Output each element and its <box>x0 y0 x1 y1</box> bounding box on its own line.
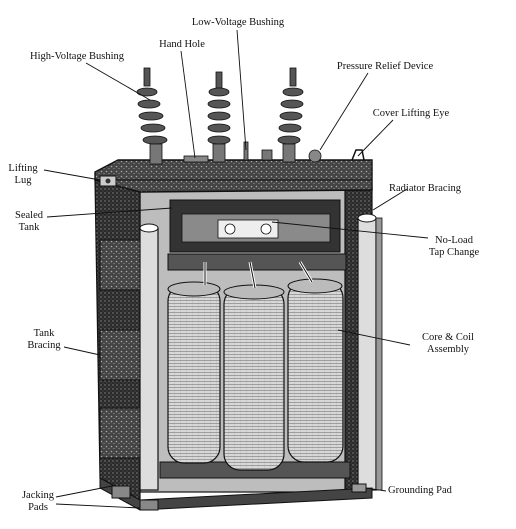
jacking-pad-left <box>111 485 131 499</box>
label-radiator-bracing: Radiator Bracing <box>388 183 462 194</box>
core-clamp-top <box>167 253 347 271</box>
third-bushing-shape <box>277 67 304 163</box>
label-cover-lifting-eye: Cover Lifting Eye <box>372 108 450 119</box>
coil-right <box>287 281 344 463</box>
left-brace-bottom <box>99 407 141 459</box>
grounding-pad-shape <box>351 483 367 493</box>
label-high-voltage-bushing: High-Voltage Bushing <box>29 51 124 62</box>
jacking-pad-right <box>139 499 159 511</box>
coil-left <box>167 284 221 464</box>
left-brace-top <box>99 239 141 291</box>
high-voltage-bushing-shape <box>136 67 168 165</box>
radiator-bracing <box>357 213 383 491</box>
cover-lifting-eye-shape <box>351 149 365 161</box>
label-hand-hole: Hand Hole <box>159 39 205 50</box>
right-radiator-post <box>357 217 377 491</box>
low-voltage-bushing-shape <box>207 71 231 163</box>
leader-lines <box>43 29 429 509</box>
left-radiator-post <box>139 227 159 491</box>
pressure-relief-shape <box>308 149 322 163</box>
coil-center <box>223 287 285 471</box>
left-brace-mid <box>99 329 141 381</box>
tank-cover <box>94 159 373 193</box>
tap-changer <box>217 219 279 239</box>
core-coil-assembly <box>167 261 344 471</box>
tank-bracing <box>99 223 159 491</box>
hand-hole-shape <box>183 155 209 163</box>
label-pressure-relief-device: Pressure Relief Device <box>336 61 434 72</box>
label-low-voltage-bushing: Low-Voltage Bushing <box>191 17 285 28</box>
label-grounding-pad: Grounding Pad <box>388 485 452 496</box>
